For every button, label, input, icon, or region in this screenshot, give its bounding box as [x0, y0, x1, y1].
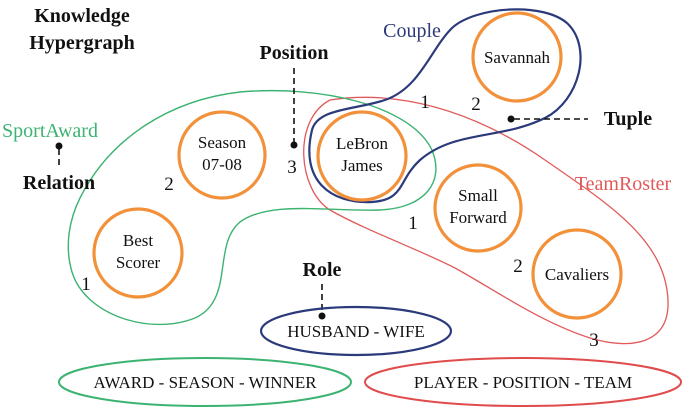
title-line-1: Knowledge — [34, 5, 130, 27]
hyperedge-team-roster — [303, 96, 669, 345]
role-schema-award-ellipse — [58, 357, 352, 407]
position-team-small-forward: 2 — [513, 256, 523, 277]
node-cavaliers-circle — [531, 228, 623, 320]
annotation-role-dot — [318, 312, 326, 320]
node-savannah[interactable]: Savannah — [471, 11, 563, 103]
node-lebron-label-line-2: James — [341, 156, 383, 175]
role-schema-husband-wife[interactable]: HUSBAND - WIFE — [259, 305, 453, 357]
position-team-cavaliers: 3 — [589, 330, 599, 351]
node-lebron-james[interactable]: LeBron James — [316, 110, 408, 202]
position-award-lebron: 3 — [287, 157, 297, 178]
node-best-scorer-label-line-2: Scorer — [116, 253, 161, 272]
role-schema-player-label: PLAYER - POSITION - TEAM — [414, 373, 632, 392]
node-savannah-label: Savannah — [484, 48, 551, 67]
node-small-forward[interactable]: Small Forward — [433, 163, 523, 253]
node-small-forward-circle — [433, 163, 523, 253]
node-best-scorer[interactable]: Best Scorer — [92, 207, 184, 299]
hyperedge-sport-award — [67, 89, 437, 326]
node-season-07-08[interactable]: Season 07-08 — [177, 110, 267, 200]
role-schema-award-season-winner[interactable]: AWARD - SEASON - WINNER — [58, 357, 352, 407]
role-schema-husband-wife-label: HUSBAND - WIFE — [287, 322, 425, 341]
hyperedge-label-sport-award: SportAward — [2, 120, 98, 142]
role-schema-award-label: AWARD - SEASON - WINNER — [93, 373, 317, 392]
role-schema-player-ellipse — [364, 357, 682, 407]
node-small-forward-label-line-2: Forward — [449, 208, 507, 227]
role-schema-husband-wife-ellipse — [259, 305, 453, 357]
node-small-forward-label-line-1: Small — [458, 186, 498, 205]
node-savannah-circle — [471, 11, 563, 103]
node-cavaliers-label: Cavaliers — [545, 265, 609, 284]
node-lebron-label-line-1: LeBron — [336, 134, 388, 153]
position-couple-lebron: 1 — [420, 92, 430, 113]
annotation-relation: Relation — [23, 172, 95, 194]
annotation-position-dot — [290, 141, 298, 149]
annotation-role: Role — [303, 259, 342, 281]
node-best-scorer-circle — [92, 207, 184, 299]
node-cavaliers[interactable]: Cavaliers — [531, 228, 623, 320]
annotation-tuple: Tuple — [604, 108, 652, 130]
position-award-best-scorer: 1 — [81, 274, 91, 295]
node-best-scorer-label-line-1: Best — [123, 231, 154, 250]
node-lebron-circle — [316, 110, 408, 202]
hyperedge-couple — [308, 8, 582, 204]
position-team-lebron: 1 — [408, 213, 418, 234]
annotation-relation-dot — [55, 142, 63, 150]
title-line-2: Hypergraph — [29, 32, 135, 54]
node-season-label-line-2: 07-08 — [202, 155, 242, 174]
hyperedge-label-couple: Couple — [383, 20, 441, 42]
node-season-circle — [177, 110, 267, 200]
node-season-label-line-1: Season — [198, 133, 247, 152]
position-award-season: 2 — [164, 174, 174, 195]
hyperedge-label-team-roster: TeamRoster — [575, 173, 672, 195]
annotation-tuple-dot — [507, 115, 515, 123]
role-schema-player-position-team[interactable]: PLAYER - POSITION - TEAM — [364, 357, 682, 407]
annotation-position: Position — [260, 42, 329, 64]
position-couple-savannah: 2 — [471, 94, 481, 115]
